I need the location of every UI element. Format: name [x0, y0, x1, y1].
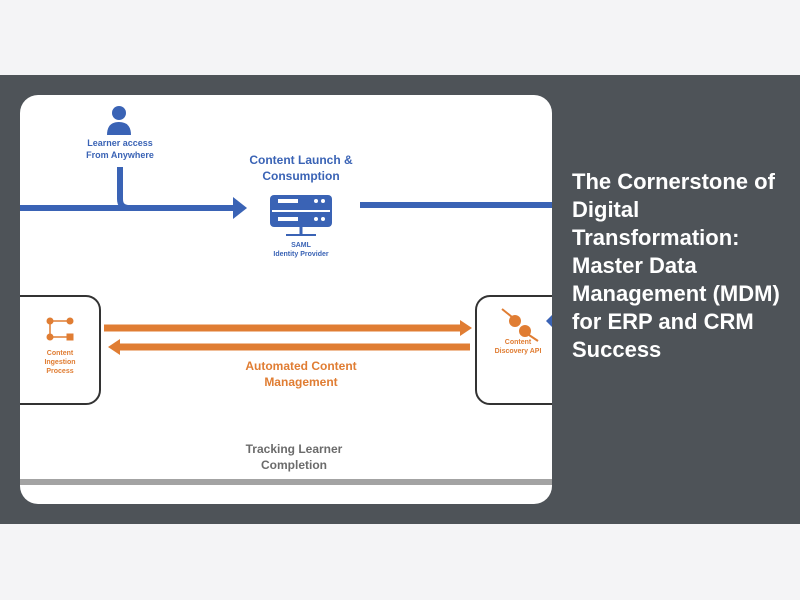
article-title[interactable]: The Cornerstone of Digital Transformatio…	[572, 169, 780, 362]
discovery-api-label: Content Discovery API	[482, 338, 552, 356]
blue-arrow-tip-icon	[546, 315, 552, 327]
tracking-completion-label: Tracking Learner Completion	[219, 442, 369, 473]
learner-access-label: Learner access From Anywhere	[70, 138, 170, 161]
tracking-label-line1: Tracking Learner	[245, 442, 343, 456]
learner-connector-line	[117, 167, 235, 211]
learning-flow-diagram	[20, 106, 552, 485]
learner-label-line2: From Anywhere	[86, 149, 154, 160]
ingestion-label-line2: Ingestion	[44, 359, 76, 367]
ingestion-process-label: Content Ingestion Process	[30, 349, 90, 376]
saml-label: SAML Identity Provider	[251, 241, 351, 259]
launch-label-line2: Consumption	[262, 168, 340, 183]
automated-label-line2: Management	[264, 374, 338, 389]
orange-arrow-right-icon	[460, 320, 472, 336]
article-banner: Learner access From Anywhere Content Lau…	[0, 75, 800, 524]
orange-arrow-left-icon	[108, 339, 120, 355]
ingestion-label-line3: Process	[46, 368, 74, 376]
ingestion-label-line1: Content	[46, 350, 74, 357]
api-plug-icon	[501, 308, 539, 342]
discovery-api-box	[475, 295, 552, 405]
workflow-icon	[46, 317, 74, 341]
content-launch-label: Content Launch & Consumption	[226, 153, 376, 184]
article-featured-image[interactable]: Learner access From Anywhere Content Lau…	[20, 95, 552, 504]
saml-label-line1: SAML	[291, 242, 311, 249]
ingestion-process-box	[20, 295, 101, 405]
learner-person-icon	[107, 106, 131, 135]
automated-label-line1: Automated Content	[245, 359, 357, 373]
discovery-label-line2: Discovery API	[494, 348, 542, 356]
tracking-bar	[20, 479, 552, 485]
tracking-label-line2: Completion	[261, 457, 327, 472]
saml-label-line2: Identity Provider	[273, 251, 329, 259]
server-icon	[270, 195, 332, 236]
automated-content-label: Automated Content Management	[216, 359, 386, 390]
learner-label-line1: Learner access	[87, 138, 153, 148]
launch-arrow-head-icon	[233, 197, 247, 219]
discovery-label-line1: Content	[504, 339, 532, 346]
launch-label-line1: Content Launch &	[249, 153, 353, 167]
